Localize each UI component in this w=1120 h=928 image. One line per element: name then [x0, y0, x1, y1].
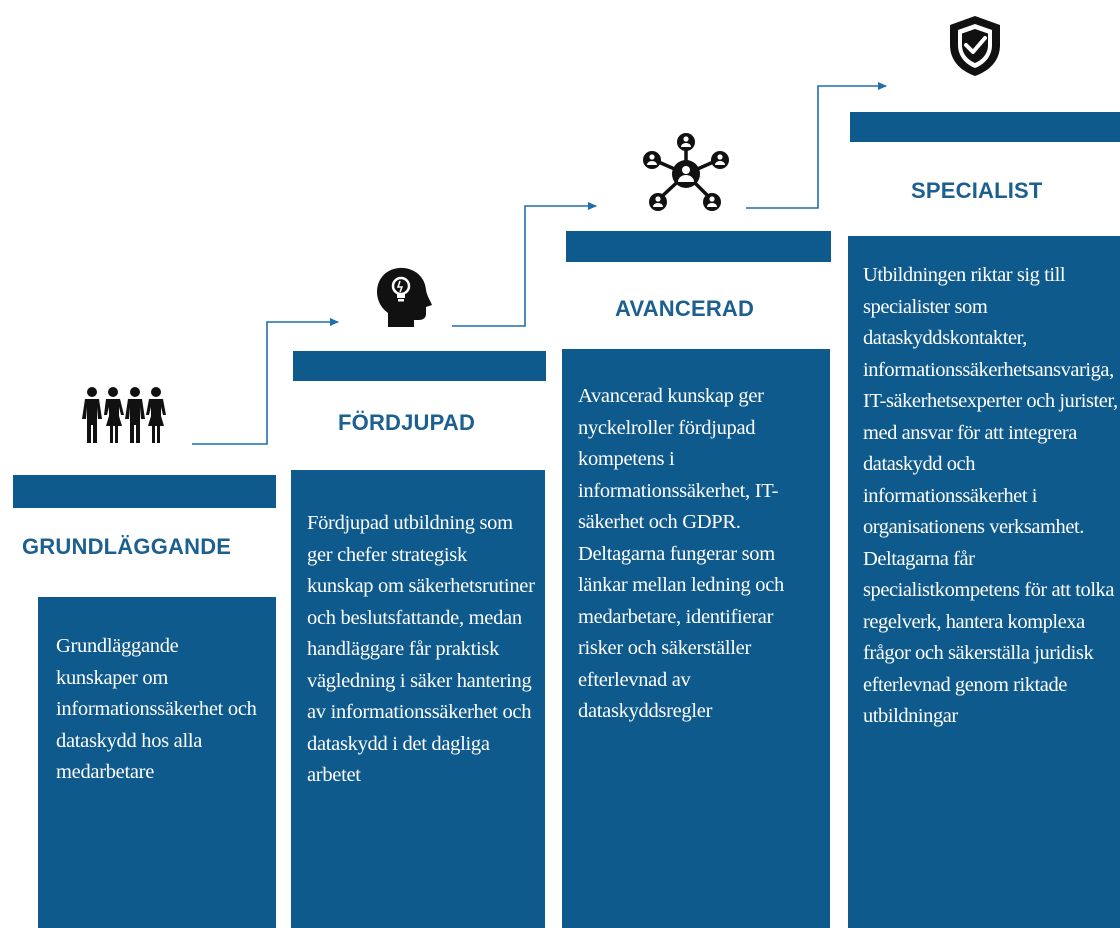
step-title: AVANCERAD	[615, 296, 755, 321]
step-description: Fördjupad utbildning som ger chefer stra…	[307, 512, 535, 786]
step-description-box: Grundläggande kunskaper om informationss…	[38, 597, 276, 928]
step-description: Grundläggande kunskaper om informationss…	[56, 635, 257, 783]
step-description-box: Avancerad kunskap ger nyckelroller fördj…	[562, 349, 830, 928]
step-title: GRUNDLÄGGANDE	[22, 534, 232, 559]
connector-arrow-3	[746, 82, 887, 209]
step-bar	[850, 112, 1120, 142]
step-title: SPECIALIST	[911, 178, 1043, 203]
connector-arrow-1	[192, 318, 339, 445]
network-people-icon	[643, 133, 729, 211]
step-description-box: Utbildningen riktar sig till specialiste…	[848, 236, 1120, 928]
step-bar	[293, 351, 546, 381]
head-lightbulb-icon	[377, 267, 432, 327]
step-bar	[566, 231, 831, 262]
step-description: Avancerad kunskap ger nyckelroller fördj…	[578, 385, 784, 722]
step-description: Utbildningen riktar sig till specialiste…	[863, 264, 1118, 727]
connector-arrow-2	[452, 202, 597, 327]
step-title: FÖRDJUPAD	[338, 410, 476, 435]
shield-check-icon	[950, 16, 1000, 76]
step-bar	[13, 475, 276, 508]
step-description-box: Fördjupad utbildning som ger chefer stra…	[291, 470, 545, 928]
people-group-icon	[82, 387, 166, 443]
